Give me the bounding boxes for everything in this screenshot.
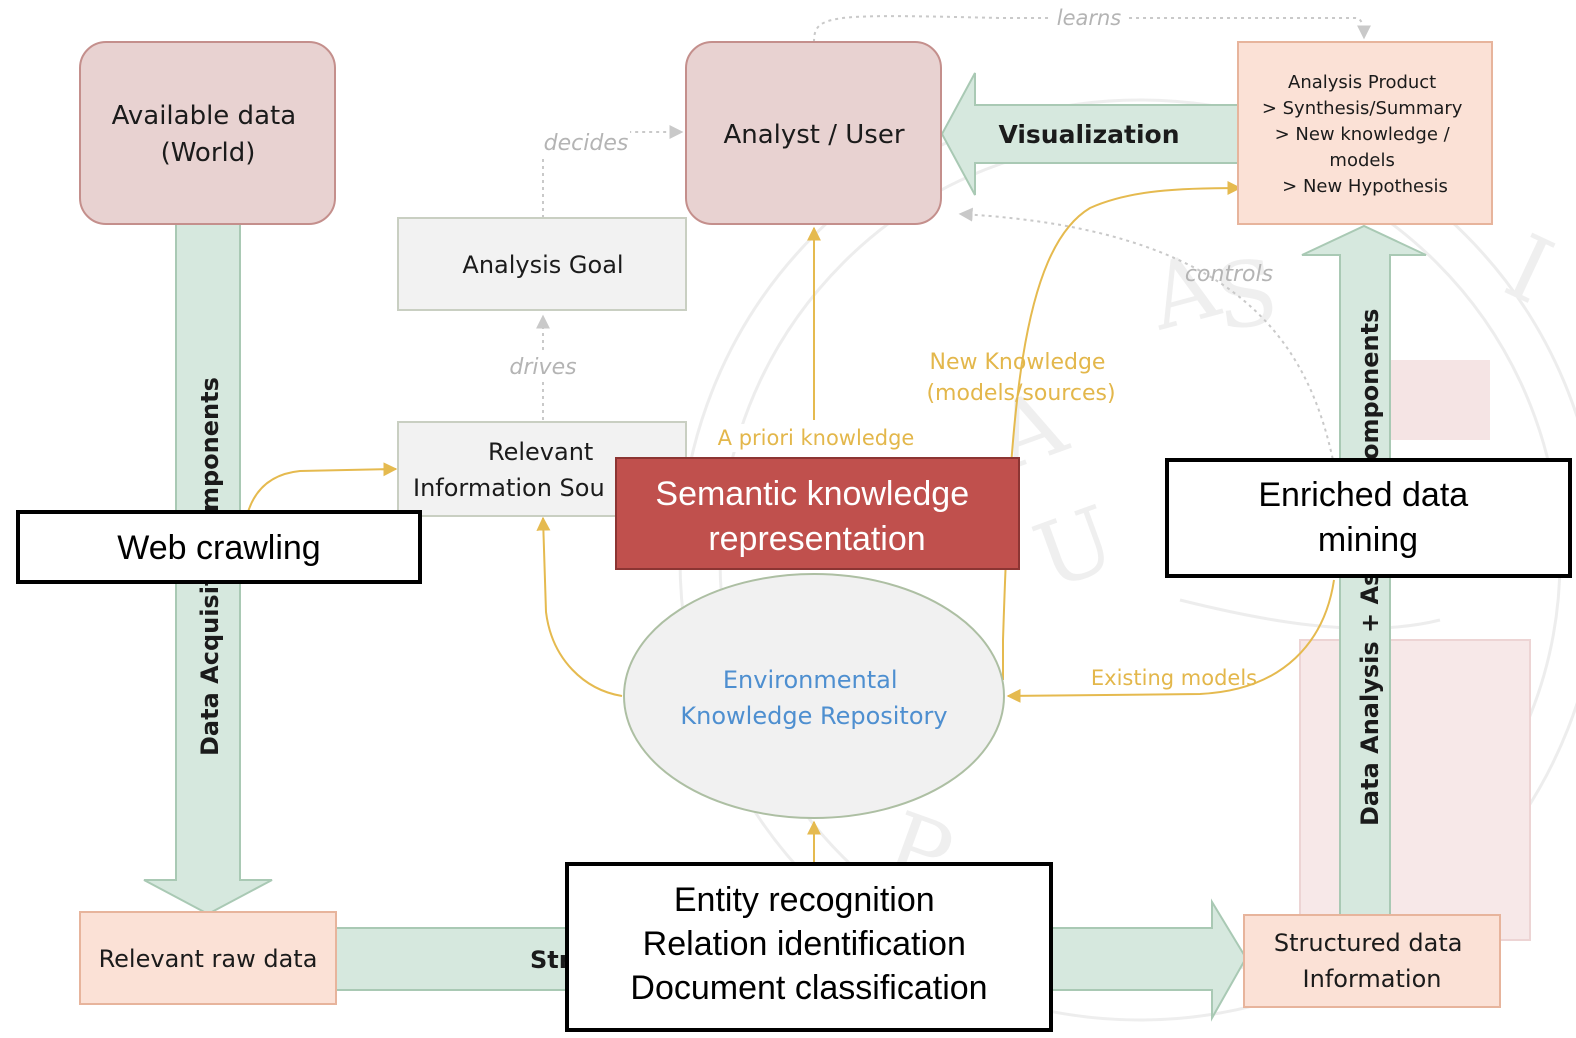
- svg-text:Relevant Information Sou: Relevant Information Sou: [413, 438, 605, 502]
- svg-text:Available data (World): Available data (World): [112, 101, 305, 168]
- analysis-product-line: Analysis Product: [1288, 72, 1436, 93]
- controls-label: controls: [1185, 262, 1273, 287]
- nlp-tasks-callout: [565, 862, 1053, 1032]
- relevant-information-line: Relevant: [488, 438, 593, 466]
- svg-text:Semantic knowledge represe: Semantic knowledge representation: [655, 475, 978, 558]
- web-crawling-callout: [16, 510, 422, 584]
- analysis-product-line: > New Hypothesis: [1282, 176, 1448, 197]
- analysis-product-node: [1237, 41, 1493, 225]
- enriched-callout-line: Enriched data: [1258, 476, 1468, 514]
- raw-data-node: [79, 911, 337, 1005]
- structured-data-line: Structured data: [1274, 929, 1463, 957]
- structured-data-line: Information: [1303, 965, 1442, 993]
- watermark-letter: S: [1208, 239, 1284, 352]
- structured-data-node: [1243, 914, 1501, 1008]
- available-data-line: Available data: [112, 101, 297, 131]
- repository-line: Knowledge Repository: [680, 702, 947, 730]
- svg-text:Environmental Knowledge Re: Environmental Knowledge Repository: [680, 666, 947, 730]
- analysis-product-line: models: [1329, 150, 1394, 171]
- drives-label: drives: [509, 355, 576, 380]
- semantic-callout-line: Semantic knowledge: [655, 475, 969, 513]
- decides-label: decides: [544, 131, 629, 156]
- available-data-line: (World): [161, 138, 256, 168]
- data-analysis-label-tail: omponents: [1356, 309, 1384, 460]
- web-crawling-label: Web crawling: [117, 529, 320, 567]
- analyst-node: [685, 41, 942, 225]
- enriched-callout-line: mining: [1318, 521, 1418, 559]
- analysis-goal-label: Analysis Goal: [462, 251, 623, 279]
- analysis-product-line: > New knowledge /: [1275, 124, 1451, 145]
- nlp-callout-line: Entity recognition: [674, 881, 935, 919]
- analysis-product-line: > Synthesis/Summary: [1262, 98, 1463, 119]
- knowledge-repository-node: [623, 573, 1005, 819]
- new-knowledge-line: New Knowledge: [930, 350, 1106, 375]
- svg-text:Analysis Product > Synthes: Analysis Product > Synthesis/Summary > N…: [1262, 72, 1468, 197]
- visualization-label: Visualization: [998, 120, 1179, 149]
- relevant-information-line: Information Sou: [413, 474, 605, 502]
- svg-text:New Knowledge (models/sour: New Knowledge (models/sources): [926, 350, 1115, 406]
- analysis-goal-node: [397, 217, 687, 311]
- structuring-label: Str: [530, 946, 571, 974]
- nlp-callout-line: Relation identification: [643, 925, 966, 963]
- semantic-knowledge-callout: [615, 457, 1020, 570]
- a-priori-knowledge-label: A priori knowledge: [718, 426, 915, 450]
- nlp-callout-line: Document classification: [630, 969, 987, 1007]
- semantic-callout-line: representation: [708, 520, 925, 558]
- available-data-node: [79, 41, 336, 225]
- data-acquisition-label: Data Acquisiti: [196, 566, 224, 756]
- repository-line: Environmental: [723, 666, 898, 694]
- svg-text:Entity recognition Relatio: Entity recognition Relation identificati…: [630, 881, 987, 1007]
- watermark-letter: I: [1491, 215, 1568, 325]
- visualization-arrow: [940, 72, 1239, 196]
- analyst-label: Analyst / User: [723, 120, 904, 150]
- svg-text:Enriched data mining: Enriched data mining: [1258, 476, 1477, 559]
- raw-data-label: Relevant raw data: [99, 945, 318, 973]
- data-analysis-label: Data Analysis + Asse: [1356, 541, 1384, 826]
- existing-models-label: Existing models: [1091, 666, 1257, 690]
- svg-text:Structured data Informatio: Structured data Information: [1274, 929, 1470, 993]
- new-knowledge-line: (models/sources): [926, 381, 1115, 406]
- learns-label: learns: [1057, 6, 1122, 30]
- watermark-letter: U: [1022, 486, 1129, 611]
- enriched-data-mining-callout: [1165, 458, 1572, 578]
- data-acquisition-label-tail: mponents: [196, 377, 224, 512]
